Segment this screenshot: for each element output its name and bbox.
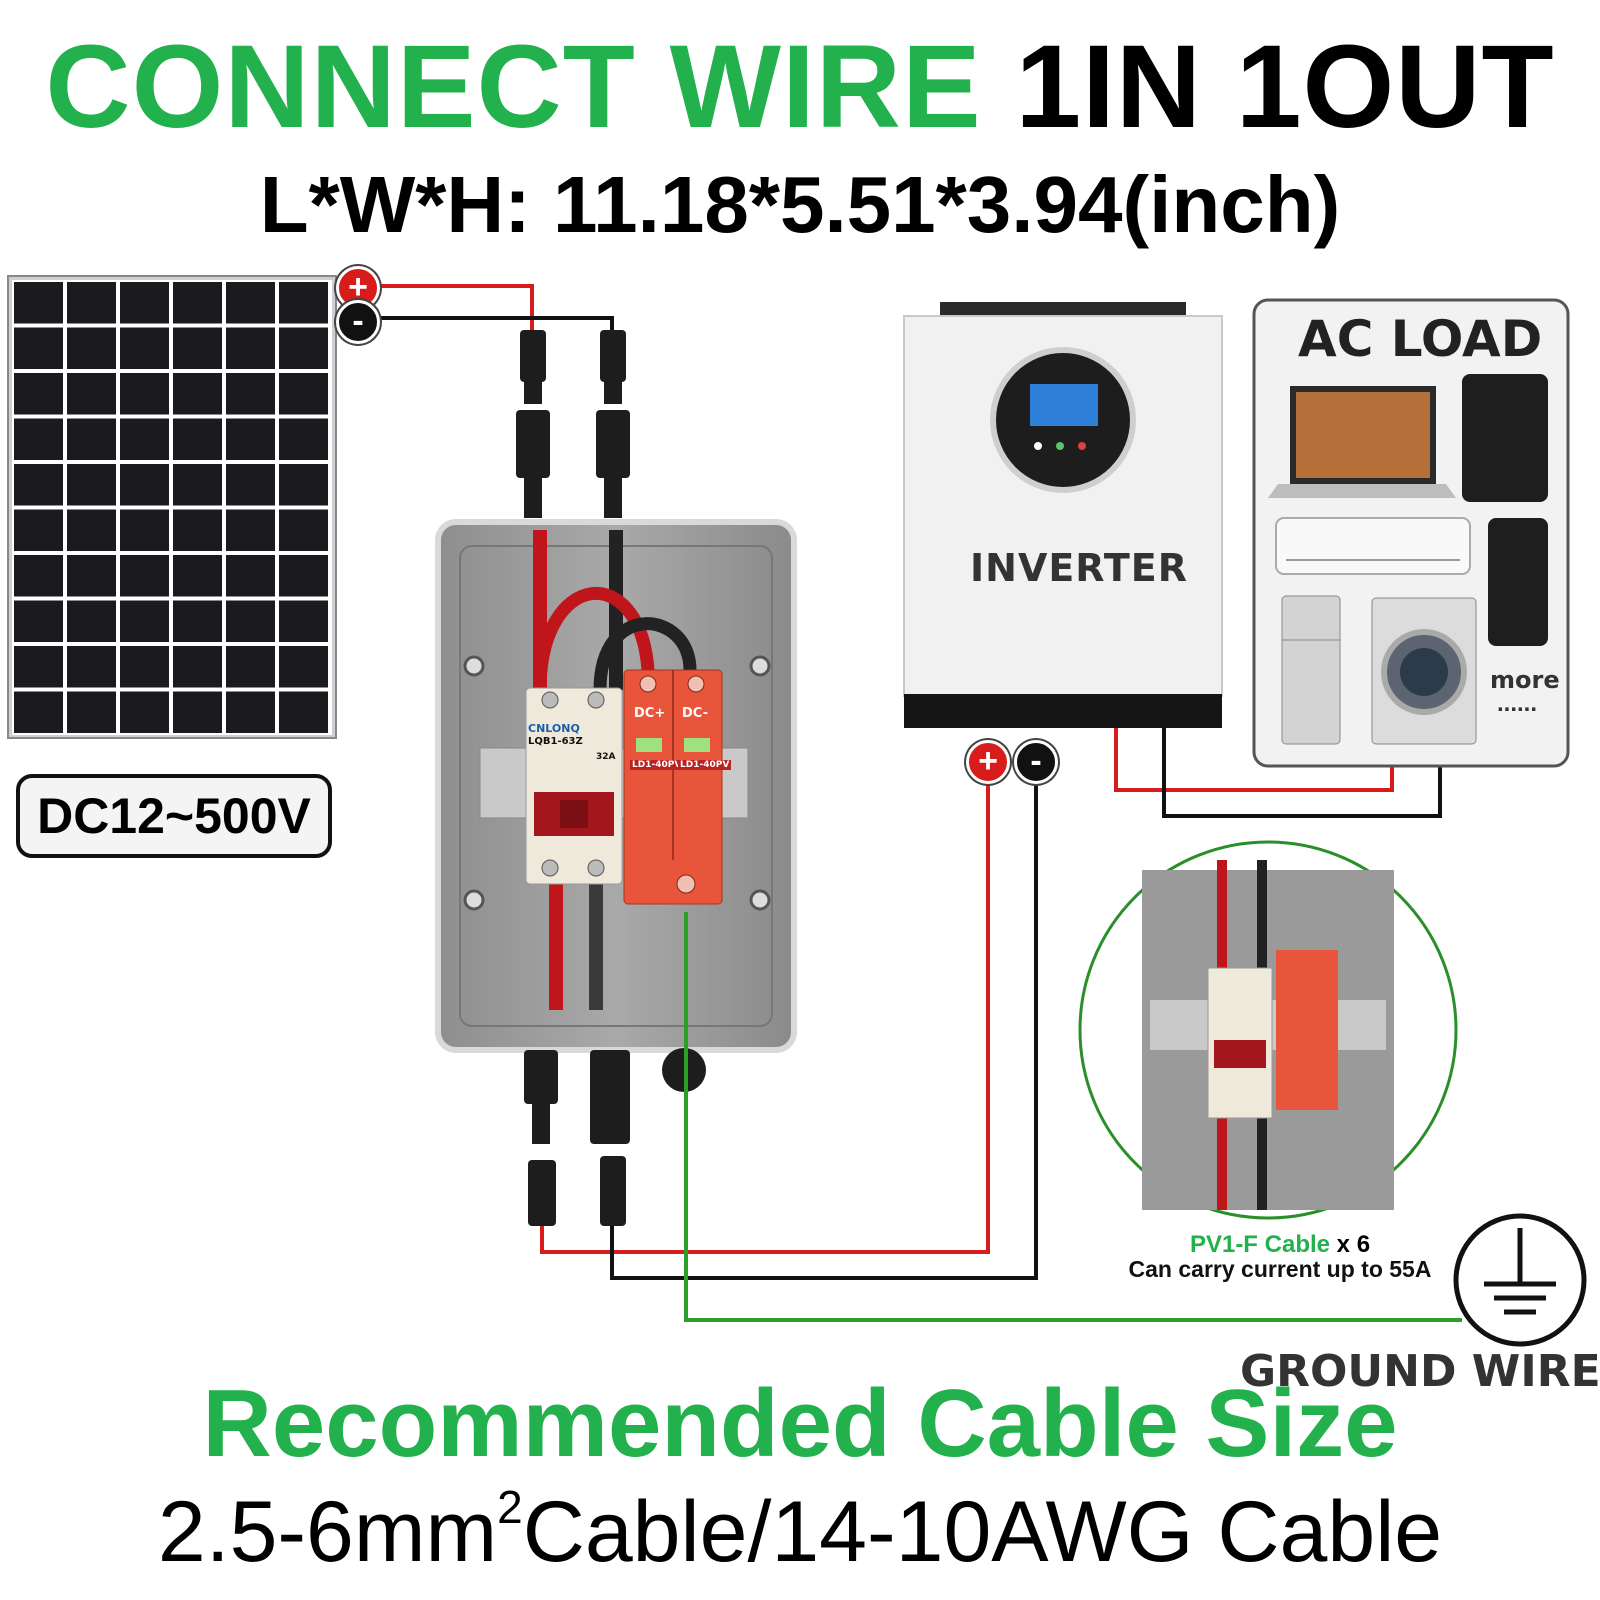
dimensions-text: L*W*H: 11.18*5.51*3.94(inch) [259,160,1341,249]
inverter-negative-terminal: - [1014,740,1058,784]
detail-inset [1078,840,1458,1220]
inverter [903,302,1223,728]
voltage-range-badge: DC12~500V [16,774,332,858]
phone-icon [1488,518,1548,646]
ac-load-title: AC LOAD [1298,310,1543,368]
title-black-text: 1IN 1OUT [1015,21,1555,153]
ac-wires [1114,728,1442,818]
air-conditioner-icon [1275,517,1471,575]
cable-size-sup: 2 [497,1481,523,1533]
pv-cable-current: Can carry current up to 55A [1128,1256,1432,1282]
ac-load-box [1252,298,1570,768]
inverter-label: INVERTER [970,546,1189,590]
inverter-positive-terminal: + [966,740,1010,784]
pv-cable-count: x 6 [1336,1231,1371,1258]
tablet-icon [1462,374,1548,502]
panel-negative-terminal: - [336,300,380,344]
cable-size-pre: 2.5-6mm [157,1484,498,1580]
spd-positive-label: DC+ [634,706,666,721]
ac-load-more-dots: ...... [1497,690,1538,717]
refrigerator-icon [1281,595,1341,745]
spd-model-left: LD1-40PV [630,760,684,770]
cable-size-text: 2.5-6mm2Cable/14-10AWG Cable [0,1482,1600,1582]
ground-wire-label: GROUND WIRE [1240,1346,1600,1397]
mc4-connectors-top [516,330,630,518]
cable-size-post: Cable/14-10AWG Cable [522,1484,1443,1580]
mc4-connectors-bottom [524,1048,706,1226]
recommended-cable-title: Recommended Cable Size [202,1370,1398,1477]
pv-cable-label: PV1-F Cable x 6 [1100,1232,1460,1258]
solar-panel [7,275,337,739]
page-title: CONNECT WIRE 1IN 1OUT [0,22,1600,152]
breaker-brand: CNLONQ [528,722,580,735]
ground-icon [1453,1213,1587,1347]
spd-negative-label: DC- [682,706,709,721]
input-wires [352,284,614,330]
breaker-model: LQB1-63Z [528,736,583,747]
combiner-box [435,519,797,1053]
breaker-rating: 32A [596,752,616,762]
pv-cable-name: PV1-F Cable [1189,1231,1330,1258]
spd-model-right: LD1-40PV [678,760,732,770]
output-wires [540,780,1462,1322]
ac-load-more: more [1490,666,1560,694]
laptop-icon [1268,386,1456,498]
washing-machine-icon [1371,597,1477,745]
title-green-text: CONNECT WIRE [45,21,982,153]
